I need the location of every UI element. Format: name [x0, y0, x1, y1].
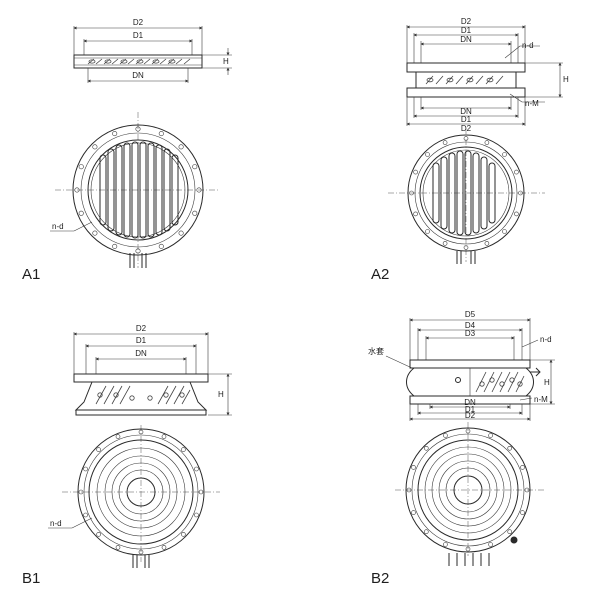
- figure-a2: D2 D1 DN n-d H: [371, 17, 569, 283]
- b2-coil-section: [475, 371, 525, 393]
- b1-bolt-holes: [78, 429, 204, 555]
- a1-inner-bore: [87, 139, 189, 241]
- b1-caption: B1: [22, 570, 40, 587]
- a2-dim-dn-top: DN: [460, 35, 472, 44]
- b2-center-bore: [453, 475, 483, 505]
- b1-dim-d2: D2: [136, 324, 147, 333]
- a2-bottom-flange: [406, 87, 526, 98]
- a1-cooling-fins: [99, 141, 179, 239]
- b2-caption: B2: [371, 570, 389, 587]
- b1-outer-flange: [77, 428, 205, 556]
- b2-outer-flange: [405, 427, 531, 553]
- b2-dim-d1: D1: [465, 405, 476, 414]
- a1-side-view: D2 D1 H DN: [73, 18, 232, 83]
- a2-dim-d1-bottom: D1: [461, 115, 472, 124]
- a1-outer-flange: [72, 124, 204, 256]
- a1-bolt-holes: [74, 126, 202, 254]
- b2-dim-h: H: [544, 378, 550, 387]
- b2-side-view: D5 D4 D3 n-d 水套: [368, 310, 555, 421]
- b2-fitting-dot: [510, 536, 518, 544]
- a2-top-flange: [406, 62, 526, 73]
- b1-pipe-stubs: [132, 555, 150, 568]
- a2-dim-d2-bottom: D2: [461, 124, 472, 133]
- figure-b1: D2 D1 DN H: [22, 324, 232, 587]
- b2-label-water-jacket: 水套: [368, 346, 384, 356]
- a1-dim-h: H: [223, 57, 229, 66]
- a2-inner-bore: [419, 146, 513, 240]
- a2-bolt-holes: [409, 136, 523, 250]
- a2-outer-flange: [407, 134, 525, 252]
- b1-dim-h: H: [218, 390, 224, 399]
- b2-pipe-stubs: [448, 553, 490, 566]
- a2-coil-housing: [415, 71, 517, 89]
- b1-label-nd: n-d: [50, 519, 62, 528]
- a1-plan-view: n-d: [50, 112, 220, 268]
- a2-side-view: D2 D1 DN n-d H: [406, 17, 569, 133]
- a1-label-nd: n-d: [52, 222, 64, 231]
- b2-plan-view: [395, 422, 545, 566]
- b2-label-nd: n-d: [540, 335, 552, 344]
- b1-coil-section: [95, 385, 191, 405]
- a2-label-nm: n-M: [525, 99, 539, 108]
- b2-inlet-pipe: [530, 367, 541, 377]
- b2-label-nm: n-M: [534, 395, 548, 404]
- figure-a1: D2 D1 H DN: [22, 18, 232, 283]
- b1-plan-view: n-d: [48, 425, 220, 568]
- b1-bottom-flange: [75, 409, 207, 416]
- a2-cooling-fins: [432, 150, 496, 236]
- b1-dim-dn: DN: [135, 349, 147, 358]
- b1-center-bore: [126, 477, 156, 507]
- a1-caption: A1: [22, 266, 40, 283]
- b1-dim-d1: D1: [136, 336, 147, 345]
- a2-dim-dn-bottom: DN: [460, 107, 472, 116]
- a1-flange-body: [73, 54, 203, 69]
- a2-coil-section: [425, 75, 504, 85]
- a1-pipe-stubs: [129, 253, 147, 268]
- a1-dim-d1: D1: [133, 31, 144, 40]
- a2-caption: A2: [371, 266, 389, 283]
- b1-top-flange: [73, 373, 209, 383]
- a2-dim-d1-top: D1: [461, 26, 472, 35]
- b2-dim-d2: D2: [465, 411, 476, 420]
- a2-dim-d2-top: D2: [461, 17, 472, 26]
- a2-label-nd: n-d: [522, 41, 534, 50]
- figure-b2: D5 D4 D3 n-d 水套: [368, 310, 555, 587]
- b2-bottom-flange: [409, 395, 531, 405]
- a2-plan-view: [388, 128, 545, 264]
- b2-bolt-holes: [406, 428, 530, 552]
- a1-dim-dn: DN: [132, 71, 144, 80]
- a2-dim-h: H: [563, 75, 569, 84]
- b1-side-view: D2 D1 DN H: [73, 324, 232, 416]
- b2-dim-d4: D4: [465, 321, 476, 330]
- b2-dim-d5: D5: [465, 310, 476, 319]
- a1-dim-d2: D2: [133, 18, 144, 27]
- a2-pipe-stubs: [456, 251, 476, 264]
- b2-top-flange: [409, 359, 531, 369]
- b2-dim-dn: DN: [464, 398, 476, 407]
- b2-dim-d3: D3: [465, 329, 476, 338]
- a1-coil-section: [87, 58, 191, 65]
